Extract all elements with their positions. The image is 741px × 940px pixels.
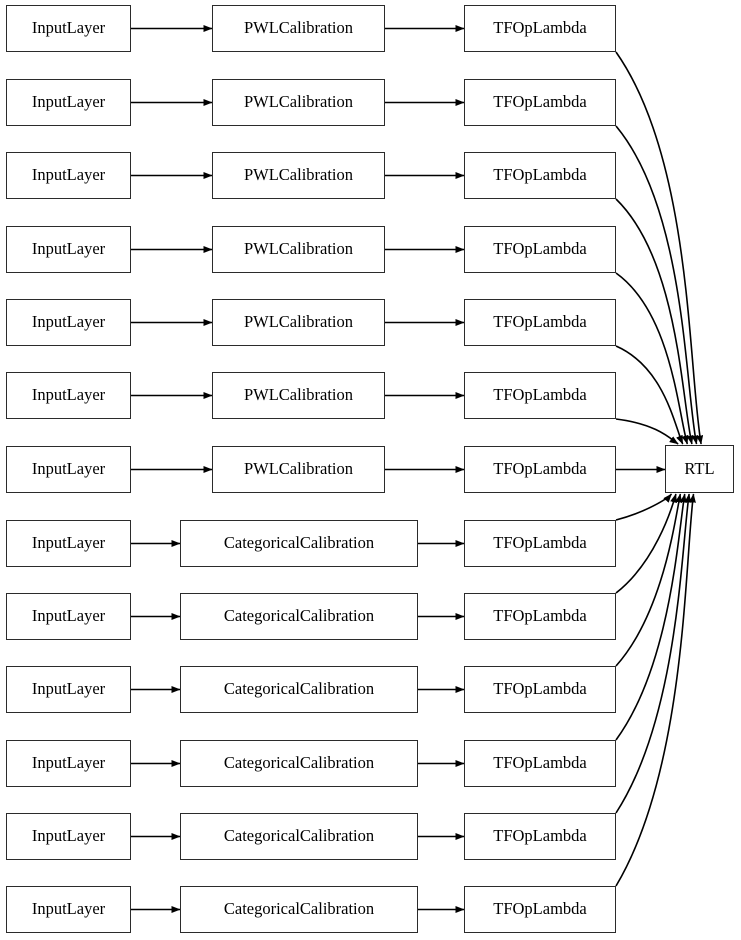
node-lambda-10-label: TFOpLambda bbox=[493, 679, 587, 699]
node-input-layer-1[interactable]: InputLayer bbox=[6, 5, 131, 52]
node-input-layer-11[interactable]: InputLayer bbox=[6, 740, 131, 787]
edge-lambda-to-output-6 bbox=[615, 418, 679, 445]
edge-lambda-to-output-8 bbox=[615, 493, 673, 521]
node-input-layer-13-label: InputLayer bbox=[31, 899, 106, 919]
node-input-layer-13[interactable]: InputLayer bbox=[6, 886, 131, 933]
node-lambda-13[interactable]: TFOpLambda bbox=[464, 886, 616, 933]
node-calibration-2[interactable]: PWLCalibration bbox=[212, 79, 385, 126]
node-lambda-12-label: TFOpLambda bbox=[493, 826, 587, 846]
node-calibration-9[interactable]: CategoricalCalibration bbox=[180, 593, 418, 640]
node-input-layer-3-label: InputLayer bbox=[31, 165, 106, 185]
node-lambda-4[interactable]: TFOpLambda bbox=[464, 226, 616, 273]
node-calibration-13-label: CategoricalCalibration bbox=[223, 899, 375, 919]
node-input-layer-7[interactable]: InputLayer bbox=[6, 446, 131, 493]
node-calibration-5-label: PWLCalibration bbox=[243, 312, 354, 332]
node-calibration-11[interactable]: CategoricalCalibration bbox=[180, 740, 418, 787]
node-calibration-1[interactable]: PWLCalibration bbox=[212, 5, 385, 52]
node-input-layer-1-label: InputLayer bbox=[31, 18, 106, 38]
node-calibration-7[interactable]: PWLCalibration bbox=[212, 446, 385, 493]
node-calibration-2-label: PWLCalibration bbox=[243, 92, 354, 112]
node-calibration-4[interactable]: PWLCalibration bbox=[212, 226, 385, 273]
edge-lambda-to-output-4 bbox=[615, 272, 689, 445]
edge-lambda-to-output-1 bbox=[615, 51, 704, 445]
node-lambda-11-label: TFOpLambda bbox=[493, 753, 587, 773]
node-calibration-9-label: CategoricalCalibration bbox=[223, 606, 375, 626]
edge-lambda-to-output-2 bbox=[615, 125, 699, 445]
node-input-layer-10[interactable]: InputLayer bbox=[6, 666, 131, 713]
edge-lambda-to-output-13 bbox=[615, 493, 696, 887]
node-calibration-6[interactable]: PWLCalibration bbox=[212, 372, 385, 419]
node-output-rtl-label: RTL bbox=[684, 458, 715, 478]
node-input-layer-6-label: InputLayer bbox=[31, 385, 106, 405]
node-lambda-1[interactable]: TFOpLambda bbox=[464, 5, 616, 52]
node-calibration-8[interactable]: CategoricalCalibration bbox=[180, 520, 418, 567]
node-lambda-5-label: TFOpLambda bbox=[493, 312, 587, 332]
node-calibration-10-label: CategoricalCalibration bbox=[223, 679, 375, 699]
node-lambda-4-label: TFOpLambda bbox=[493, 239, 587, 259]
node-lambda-9-label: TFOpLambda bbox=[493, 606, 587, 626]
node-calibration-5[interactable]: PWLCalibration bbox=[212, 299, 385, 346]
node-output-rtl[interactable]: RTL bbox=[665, 445, 734, 493]
node-input-layer-4-label: InputLayer bbox=[31, 239, 106, 259]
node-input-layer-2-label: InputLayer bbox=[31, 92, 106, 112]
node-lambda-5[interactable]: TFOpLambda bbox=[464, 299, 616, 346]
node-lambda-3-label: TFOpLambda bbox=[493, 165, 587, 185]
node-calibration-4-label: PWLCalibration bbox=[243, 239, 354, 259]
node-input-layer-5[interactable]: InputLayer bbox=[6, 299, 131, 346]
node-input-layer-6[interactable]: InputLayer bbox=[6, 372, 131, 419]
node-calibration-3[interactable]: PWLCalibration bbox=[212, 152, 385, 199]
node-input-layer-11-label: InputLayer bbox=[31, 753, 106, 773]
node-calibration-12-label: CategoricalCalibration bbox=[223, 826, 375, 846]
node-calibration-13[interactable]: CategoricalCalibration bbox=[180, 886, 418, 933]
node-input-layer-9-label: InputLayer bbox=[31, 606, 106, 626]
node-input-layer-10-label: InputLayer bbox=[31, 679, 106, 699]
node-calibration-8-label: CategoricalCalibration bbox=[223, 533, 375, 553]
node-input-layer-3[interactable]: InputLayer bbox=[6, 152, 131, 199]
edge-lambda-to-output-9 bbox=[615, 493, 677, 594]
node-lambda-2[interactable]: TFOpLambda bbox=[464, 79, 616, 126]
edge-lambda-to-output-12 bbox=[615, 493, 692, 814]
edge-lambda-to-output-5 bbox=[615, 345, 684, 445]
node-lambda-6[interactable]: TFOpLambda bbox=[464, 372, 616, 419]
node-calibration-6-label: PWLCalibration bbox=[243, 385, 354, 405]
node-lambda-3[interactable]: TFOpLambda bbox=[464, 152, 616, 199]
node-lambda-9[interactable]: TFOpLambda bbox=[464, 593, 616, 640]
node-lambda-1-label: TFOpLambda bbox=[493, 18, 587, 38]
node-input-layer-5-label: InputLayer bbox=[31, 312, 106, 332]
edge-lambda-to-output-11 bbox=[615, 493, 687, 741]
node-input-layer-2[interactable]: InputLayer bbox=[6, 79, 131, 126]
edge-lambda-to-output-10 bbox=[615, 493, 683, 667]
node-calibration-12[interactable]: CategoricalCalibration bbox=[180, 813, 418, 860]
node-lambda-7-label: TFOpLambda bbox=[493, 459, 587, 479]
node-lambda-13-label: TFOpLambda bbox=[493, 899, 587, 919]
node-calibration-7-label: PWLCalibration bbox=[243, 459, 354, 479]
node-input-layer-12[interactable]: InputLayer bbox=[6, 813, 131, 860]
node-calibration-11-label: CategoricalCalibration bbox=[223, 753, 375, 773]
node-lambda-6-label: TFOpLambda bbox=[493, 385, 587, 405]
node-input-layer-9[interactable]: InputLayer bbox=[6, 593, 131, 640]
node-lambda-2-label: TFOpLambda bbox=[493, 92, 587, 112]
node-input-layer-4[interactable]: InputLayer bbox=[6, 226, 131, 273]
node-lambda-10[interactable]: TFOpLambda bbox=[464, 666, 616, 713]
node-lambda-8[interactable]: TFOpLambda bbox=[464, 520, 616, 567]
edge-lambda-to-output-3 bbox=[615, 198, 694, 445]
node-lambda-7[interactable]: TFOpLambda bbox=[464, 446, 616, 493]
node-calibration-3-label: PWLCalibration bbox=[243, 165, 354, 185]
node-input-layer-7-label: InputLayer bbox=[31, 459, 106, 479]
node-lambda-8-label: TFOpLambda bbox=[493, 533, 587, 553]
node-calibration-1-label: PWLCalibration bbox=[243, 18, 354, 38]
node-input-layer-8[interactable]: InputLayer bbox=[6, 520, 131, 567]
node-input-layer-8-label: InputLayer bbox=[31, 533, 106, 553]
node-input-layer-12-label: InputLayer bbox=[31, 826, 106, 846]
node-lambda-11[interactable]: TFOpLambda bbox=[464, 740, 616, 787]
node-calibration-10[interactable]: CategoricalCalibration bbox=[180, 666, 418, 713]
node-lambda-12[interactable]: TFOpLambda bbox=[464, 813, 616, 860]
